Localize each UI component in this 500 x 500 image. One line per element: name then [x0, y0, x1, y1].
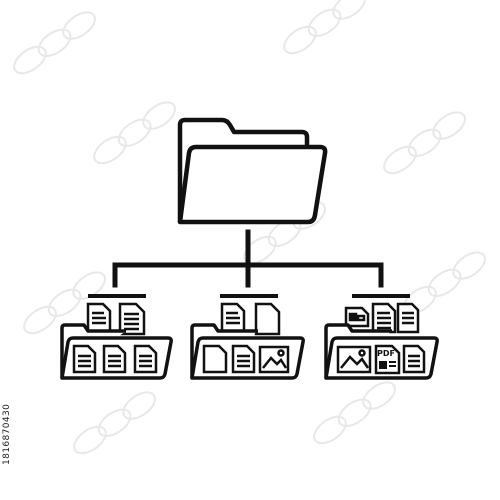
document-icon — [371, 302, 397, 334]
child-folder-2 — [190, 294, 305, 380]
document-icon — [133, 344, 158, 374]
tree-connector-lines — [112, 229, 384, 288]
blank-file-icon — [254, 302, 281, 336]
document-icon — [231, 344, 256, 374]
pdf-label: PDF — [377, 349, 395, 358]
document-icon — [220, 302, 246, 334]
document-icon — [118, 302, 146, 336]
stock-image-id: 1816870430 — [2, 403, 12, 465]
document-icon — [402, 344, 426, 374]
image-file-icon — [344, 306, 370, 328]
watermark-pattern — [13, 0, 486, 455]
pdf-file-icon: PDF — [374, 344, 401, 375]
child-folder-1 — [60, 294, 173, 380]
document-icon — [396, 302, 420, 334]
document-icon — [102, 344, 127, 374]
image-file-icon — [336, 345, 372, 374]
child-folder-3: PDF — [324, 294, 439, 380]
image-file-icon — [258, 345, 290, 374]
open-folder-icon — [177, 117, 328, 225]
document-icon — [86, 302, 112, 334]
blank-file-icon — [202, 344, 228, 374]
document-icon — [72, 344, 97, 374]
